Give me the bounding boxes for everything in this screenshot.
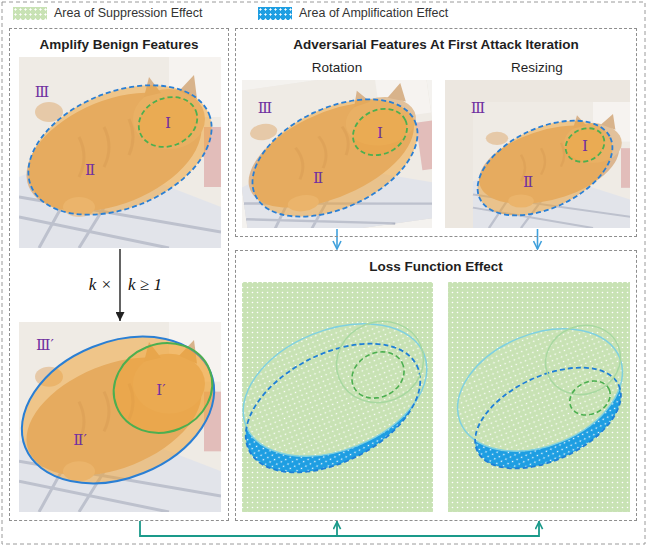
art-ellipse: [439, 306, 640, 474]
region-numeral: Ⅱ: [523, 173, 533, 191]
rotation-image: [219, 65, 446, 245]
art-ellipse: [131, 89, 205, 156]
art-ellipse: [344, 343, 412, 407]
region-numeral: Ⅱ′: [73, 431, 87, 449]
image-region: RotationⅢ Ⅱ Ⅰ: [242, 56, 432, 228]
connector-line: [537, 229, 539, 249]
loss-map-rotation: [224, 282, 447, 512]
art-ellipse: [9, 60, 230, 239]
region-numeral: Ⅱ: [85, 161, 95, 179]
legend-text: Area of Suppression Effect: [54, 6, 202, 20]
panel-box: Adversarial Features At First Attack Ite…: [235, 28, 637, 237]
connector-line: [140, 521, 539, 536]
panel-title: Amplify Benign Features: [39, 37, 198, 52]
art-ellipse: [234, 75, 436, 240]
panel-box: Loss Function Effect: [235, 250, 637, 521]
art-ellipse: [324, 308, 436, 415]
art-ellipse: [564, 375, 616, 422]
connector: [537, 229, 538, 249]
region-numeral: Ⅰ: [165, 114, 171, 132]
connector-line: [119, 249, 120, 321]
amplified-image: [0, 309, 236, 512]
benign-image: [9, 57, 231, 248]
art-ellipse: [535, 314, 631, 406]
region-numeral: Ⅲ: [35, 83, 49, 101]
resizing-image: [445, 80, 635, 235]
art-ellipse: [224, 298, 447, 481]
art-ellipse: [560, 122, 610, 168]
connector: [120, 249, 121, 321]
art-ellipse: [9, 60, 230, 239]
region-numeral: Ⅰ: [377, 124, 383, 142]
connector: [337, 229, 338, 249]
image-region: ResizingⅢ Ⅱ Ⅰ: [445, 56, 630, 228]
connector-line: [336, 229, 338, 249]
region-numeral: Ⅱ: [313, 169, 323, 187]
connector-line: [336, 521, 338, 536]
region-numeral: Ⅲ′: [36, 336, 54, 354]
panel-title: Adversarial Features At First Attack Ite…: [293, 37, 579, 52]
art-ellipse: [234, 75, 436, 240]
region-numeral: Ⅰ′: [156, 381, 165, 399]
image-region: Ⅲ Ⅱ Ⅰ: [19, 57, 221, 248]
legend-item: Area of Suppression Effect: [13, 5, 202, 21]
panel-title: Loss Function Effect: [369, 259, 503, 274]
art-ellipse: [463, 101, 627, 234]
art-ellipse: [100, 328, 226, 447]
legend-item: Area of Amplification Effect: [258, 5, 448, 21]
image-caption: Rotation: [312, 60, 362, 75]
art-ellipse: [131, 89, 205, 156]
region-numeral: Ⅰ: [582, 137, 588, 155]
panel-box: Amplify Benign FeaturesⅢ Ⅱ Ⅰ Ⅲ′ Ⅱ′ Ⅰ′: [9, 28, 229, 521]
art-ellipse: [225, 317, 442, 499]
art-ellipse: [345, 100, 414, 164]
art-svg: [219, 65, 446, 245]
art-ellipse: [560, 122, 610, 168]
image-caption: Resizing: [511, 60, 563, 75]
legend-swatch: [13, 7, 47, 20]
edge-label: k ×: [89, 275, 112, 294]
art-ellipse: [460, 347, 637, 489]
loss-map-resizing: [439, 282, 640, 512]
art-ellipse: [0, 309, 236, 510]
art-ellipse: [100, 328, 226, 447]
legend-swatch: [258, 7, 292, 20]
art-ellipse: [0, 309, 236, 510]
region-numeral: Ⅲ: [258, 99, 272, 117]
region-numeral: Ⅲ: [471, 99, 485, 117]
art-ellipse: [463, 101, 627, 234]
art-use: [219, 65, 446, 245]
legend: Area of Suppression Effect Area of Amplif…: [0, 5, 647, 21]
legend-text: Area of Amplification Effect: [299, 6, 448, 20]
annotation: k ≥ 1: [128, 275, 162, 294]
image-region: Ⅲ′ Ⅱ′ Ⅰ′: [19, 322, 221, 512]
art-ellipse: [345, 100, 414, 164]
connector: [140, 521, 539, 536]
